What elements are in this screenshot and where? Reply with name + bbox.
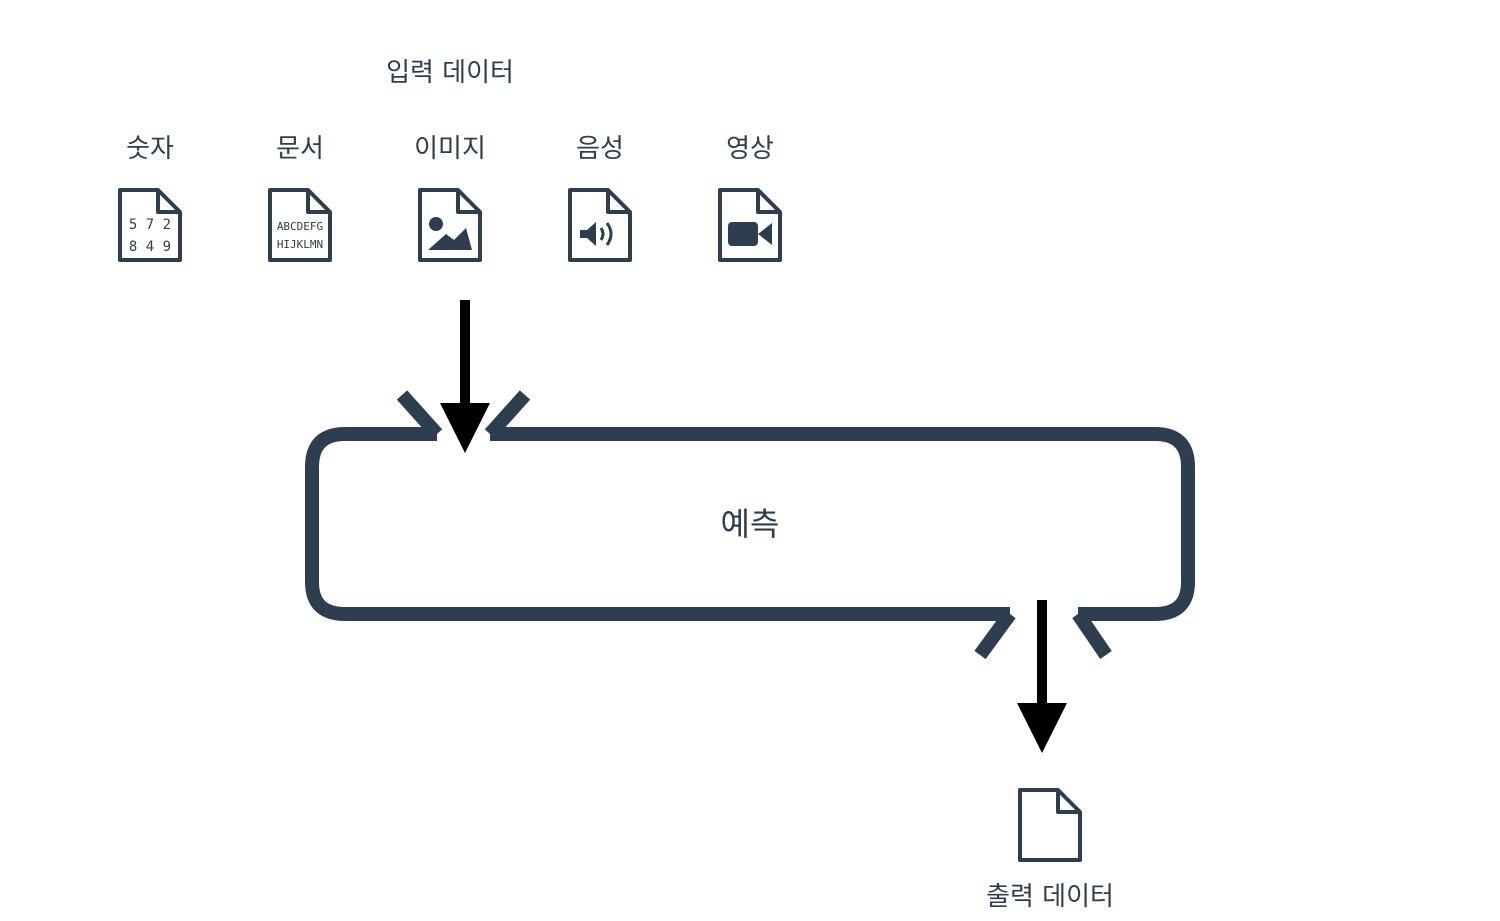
prediction-box xyxy=(305,427,1195,621)
input-chevron-left xyxy=(396,390,443,439)
input-chevron-right xyxy=(484,390,531,439)
input-data-title: 입력 데이터 xyxy=(386,58,514,88)
number-icon-line2: 8 4 9 xyxy=(129,239,171,255)
label-audio: 음성 xyxy=(576,134,624,164)
output-chevron-left xyxy=(974,609,1016,660)
prediction-label: 예측 xyxy=(720,505,780,543)
output-chevron-right xyxy=(1072,610,1112,659)
output-data-label: 출력 데이터 xyxy=(986,882,1114,912)
label-document: 문서 xyxy=(276,134,324,164)
document-icon-line2: HIJKLMN xyxy=(277,238,323,251)
image-file-icon xyxy=(418,188,482,262)
label-image: 이미지 xyxy=(414,134,486,164)
label-video: 영상 xyxy=(726,134,774,164)
label-number: 숫자 xyxy=(126,134,174,164)
text-file-icon: ABCDEFG HIJKLMN xyxy=(268,188,332,262)
blank-file-icon xyxy=(1018,788,1082,862)
video-file-icon xyxy=(718,188,782,262)
number-file-icon: 5 7 2 8 4 9 xyxy=(118,188,182,262)
document-icon-line1: ABCDEFG xyxy=(277,220,323,233)
audio-file-icon xyxy=(568,188,632,262)
number-icon-line1: 5 7 2 xyxy=(129,217,171,233)
